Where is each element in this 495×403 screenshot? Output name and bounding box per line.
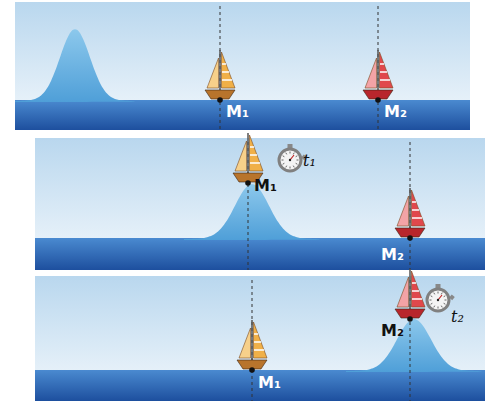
reference-line — [220, 6, 221, 130]
sailboat — [395, 188, 425, 241]
wave-pulse — [184, 184, 320, 240]
sky-ground — [15, 2, 470, 130]
point-label: M₁ — [226, 103, 249, 121]
sailboat — [363, 50, 393, 103]
wave-panel — [35, 269, 485, 401]
point-label: M₁ — [258, 374, 281, 392]
point-label: M₂ — [381, 246, 404, 264]
sky-ground — [35, 138, 485, 270]
water-band — [15, 100, 470, 130]
time-label: t₁ — [303, 152, 316, 170]
stopwatch — [427, 284, 455, 311]
reference-line — [378, 6, 379, 130]
wave-panel — [15, 2, 470, 130]
water-band — [35, 370, 485, 401]
wave-pulse — [15, 29, 135, 102]
sailboat — [205, 50, 235, 103]
wave-panel — [35, 133, 485, 270]
time-label: t₂ — [451, 308, 464, 326]
sailboat — [395, 269, 425, 322]
stopwatch — [279, 144, 307, 171]
point-label: M₂ — [381, 322, 404, 340]
point-label: M₂ — [384, 103, 407, 121]
water-band — [35, 238, 485, 270]
reference-line — [252, 280, 253, 401]
sailboat — [237, 320, 267, 373]
reference-line — [410, 142, 411, 270]
point-label: M₁ — [254, 177, 277, 195]
wave-pulse — [346, 319, 482, 372]
